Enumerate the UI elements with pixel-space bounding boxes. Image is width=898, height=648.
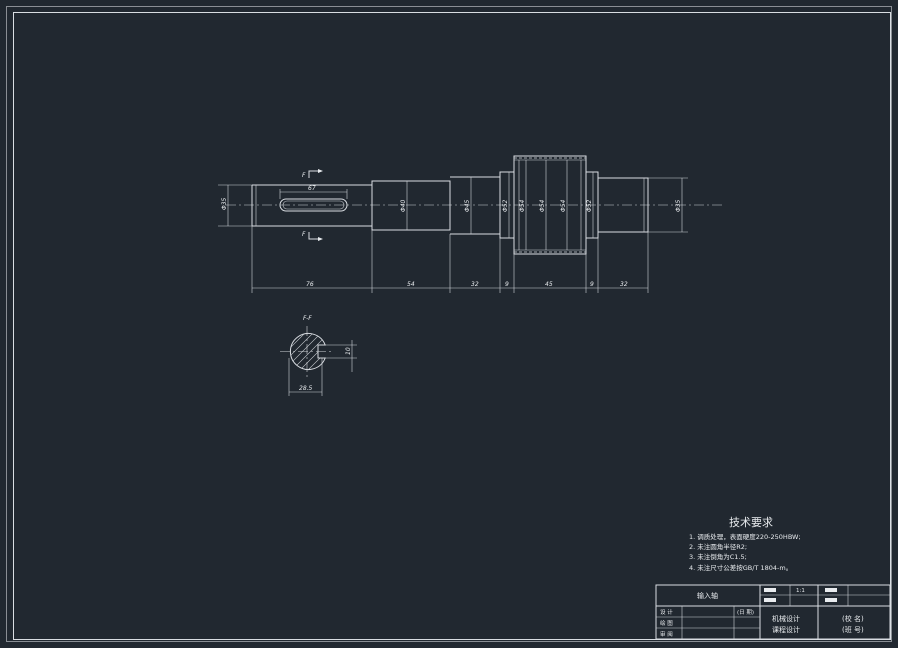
tb-school: (校 名) bbox=[842, 614, 864, 623]
section-marker-bottom: F bbox=[302, 231, 306, 238]
dim-section-depth: 28.5 bbox=[299, 385, 313, 392]
section-title: F-F bbox=[303, 315, 312, 322]
tech-item-2: 2. 未注圆角半径R2; bbox=[689, 542, 747, 551]
tb-scale: 1:1 bbox=[796, 588, 805, 594]
tech-item-4: 4. 未注尺寸公差按GB/T 1804-m。 bbox=[689, 563, 792, 572]
dim-keyway-length: 67 bbox=[308, 185, 316, 192]
dim-d8: Φ35 bbox=[675, 199, 682, 212]
section-view-ff: F-F 10 28.5 bbox=[280, 315, 357, 396]
tb-course-1: 机械设计 bbox=[772, 614, 800, 623]
tb-date-label: (日 期) bbox=[737, 609, 754, 616]
tb-row-design: 设 计 bbox=[660, 608, 673, 616]
tb-part-name: 输入轴 bbox=[697, 591, 718, 600]
tb-row-review: 审 阅 bbox=[660, 630, 673, 638]
dim-l6: 9 bbox=[590, 281, 594, 288]
keyway-slot bbox=[279, 198, 348, 212]
shaft-step-3 bbox=[450, 176, 501, 235]
dim-d7: Φ52 bbox=[586, 199, 593, 212]
length-dimension-chain: 76 54 32 9 45 9 32 bbox=[251, 226, 649, 293]
shaft-main-view: 67 F F Φ35 Φ40 Φ45 Φ52 Φ54 Φ54 Φ54 Φ52 Φ… bbox=[218, 155, 722, 293]
gear-inner-lines bbox=[518, 160, 582, 250]
dim-d2: Φ40 bbox=[400, 199, 407, 212]
dim-l1: 76 bbox=[306, 281, 314, 288]
tech-item-1: 1. 调质处理，表面硬度220-250HBW; bbox=[689, 532, 801, 541]
shaft-step-2 bbox=[371, 180, 451, 231]
dim-d4: Φ52 bbox=[502, 199, 509, 212]
title-block: 输入轴 1:1 设 计 (日 期) 绘 图 审 阅 机械设计 课程设计 (校 名… bbox=[655, 584, 891, 640]
dim-l4: 9 bbox=[505, 281, 509, 288]
dim-section-width: 10 bbox=[345, 347, 352, 355]
tb-row-draw: 绘 图 bbox=[660, 619, 673, 627]
dim-l3: 32 bbox=[471, 281, 479, 288]
section-marker-top: F bbox=[302, 172, 306, 179]
technical-requirements: 技术要求 1. 调质处理，表面硬度220-250HBW; 2. 未注圆角半径R2… bbox=[689, 516, 801, 572]
shaft-step-6 bbox=[586, 171, 599, 239]
dim-d1: Φ35 bbox=[221, 197, 228, 210]
shaft-step-7 bbox=[598, 177, 649, 233]
sheet-outer-border bbox=[6, 6, 892, 642]
tech-item-3: 3. 未注倒角为C1.5; bbox=[689, 552, 747, 561]
dim-d6b: Φ54 bbox=[560, 199, 567, 212]
dim-l7: 32 bbox=[620, 281, 628, 288]
tb-course-2: 课程设计 bbox=[772, 625, 800, 634]
dim-l2: 54 bbox=[407, 281, 415, 288]
dim-d5: Φ54 bbox=[519, 199, 526, 212]
sheet-inner-border bbox=[13, 12, 891, 640]
dim-l5: 45 bbox=[545, 281, 553, 288]
dim-d6: Φ54 bbox=[539, 199, 546, 212]
keyway-slot-inner bbox=[282, 200, 345, 210]
tb-class: (班 号) bbox=[842, 625, 864, 634]
dim-d3: Φ45 bbox=[464, 199, 471, 212]
tech-title: 技术要求 bbox=[729, 516, 773, 529]
